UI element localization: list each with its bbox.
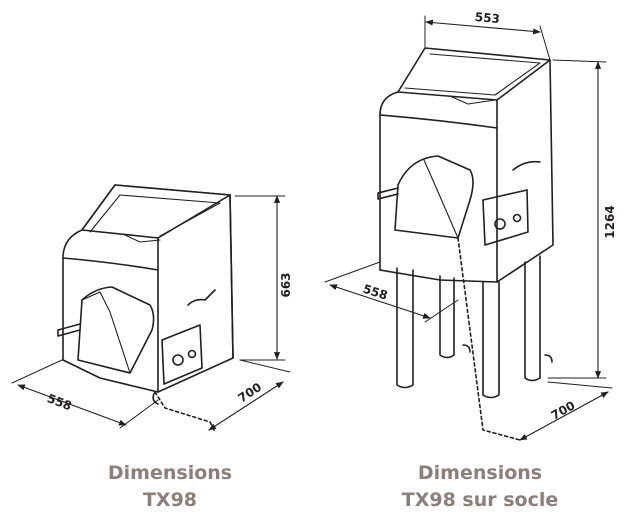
left-caption: Dimensions TX98 [60, 460, 280, 514]
left-caption-line1: Dimensions [107, 462, 233, 484]
right-machine-drawing [324, 15, 613, 441]
left-dim-depth-label: 558 [45, 391, 73, 413]
right-dim-width-label: 700 [549, 398, 578, 422]
left-dim-width-label: 700 [235, 380, 264, 405]
left-dim-height-label: 663 [279, 272, 293, 297]
right-caption-line2: TX98 sur socle [401, 489, 559, 511]
left-machine-drawing [11, 184, 291, 433]
right-caption-line1: Dimensions [417, 462, 543, 484]
right-dim-height-label: 1264 [603, 205, 617, 238]
right-caption: Dimensions TX98 sur socle [360, 460, 600, 514]
left-caption-line2: TX98 [142, 489, 198, 511]
right-dim-top-label: 553 [474, 10, 500, 26]
